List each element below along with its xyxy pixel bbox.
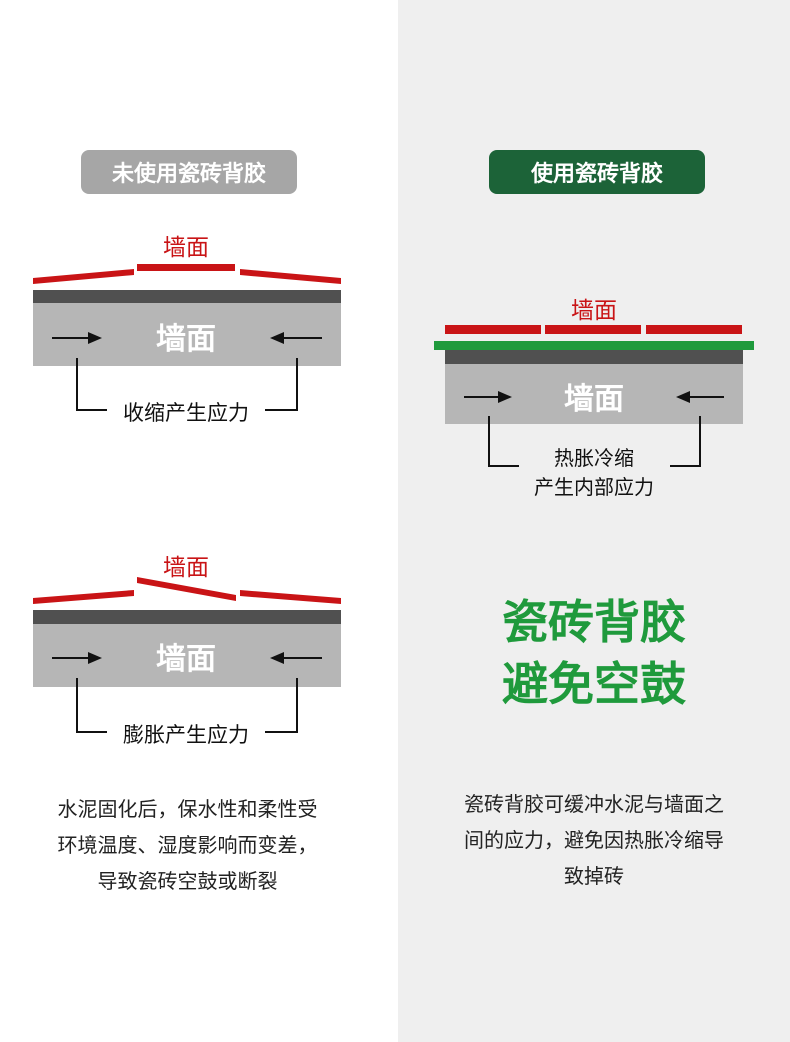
cement-layer [445,350,743,364]
right-panel: 使用瓷砖背胶 墙面 墙面 热胀冷缩 产生内部应力 瓷砖背胶 避免空鼓 瓷砖背胶可… [398,0,790,1042]
wall-block [445,364,743,424]
tile-left [445,325,541,334]
tile-label-shrink: 墙面 [163,235,209,261]
headline-line-2: 避免空鼓 [502,657,686,711]
wall-label-shrink: 墙面 [156,322,216,357]
adhesive-diagram [434,325,754,467]
arrow-right-head [498,391,512,403]
cement-layer [33,290,341,303]
tile-middle [137,264,235,271]
stress-label-right-2: 产生内部应力 [534,475,654,499]
tile-left [33,269,134,284]
bracket-left [488,416,519,467]
right-description-line-3: 致掉砖 [564,864,624,888]
headline-line-1: 瓷砖背胶 [502,595,686,649]
wall-label-expand: 墙面 [156,642,216,677]
arrow-left-head [676,391,690,403]
left-description-line-2: 环境温度、湿度影响而变差， [57,833,318,857]
bracket-right [670,416,701,467]
bracket-right [265,358,298,411]
right-description-line-2: 间的应力，避免因热胀冷缩导 [464,828,724,852]
tile-middle [137,577,236,601]
adhesive-layer [434,341,754,350]
left-description-line-3: 导致瓷砖空鼓或断裂 [97,869,278,893]
arrow-right-head [88,652,102,664]
cement-layer [33,610,341,624]
with-adhesive-badge: 使用瓷砖背胶 [489,150,705,194]
bracket-right [265,678,298,733]
stress-label-shrink: 收缩产生应力 [123,401,249,425]
expand-diagram [33,577,341,733]
shrink-diagram [33,264,341,411]
tile-right [240,269,341,284]
left-description-line-1: 水泥固化后，保水性和柔性受 [57,797,318,821]
tile-label-right: 墙面 [571,298,617,324]
left-panel: 未使用瓷砖背胶 墙面 墙面 收缩产生应力 墙面 墙面 膨胀产生应力 水泥固化后，… [33,150,341,893]
wall-block [33,303,341,366]
bracket-left [76,678,107,733]
bracket-left [76,358,107,411]
stress-label-right-1: 热胀冷缩 [554,446,634,470]
tile-left [33,590,134,604]
right-description-line-1: 瓷砖背胶可缓冲水泥与墙面之 [464,792,724,816]
wall-block [33,624,341,687]
arrow-right-head [88,332,102,344]
stress-label-expand: 膨胀产生应力 [123,723,249,747]
wall-label-right: 墙面 [564,382,624,417]
without-adhesive-badge: 未使用瓷砖背胶 [81,150,297,194]
arrow-left-head [270,652,284,664]
tile-label-expand: 墙面 [163,555,209,581]
arrow-left-head [270,332,284,344]
tile-middle [545,325,641,334]
tile-right [646,325,742,334]
tile-right [240,590,341,604]
